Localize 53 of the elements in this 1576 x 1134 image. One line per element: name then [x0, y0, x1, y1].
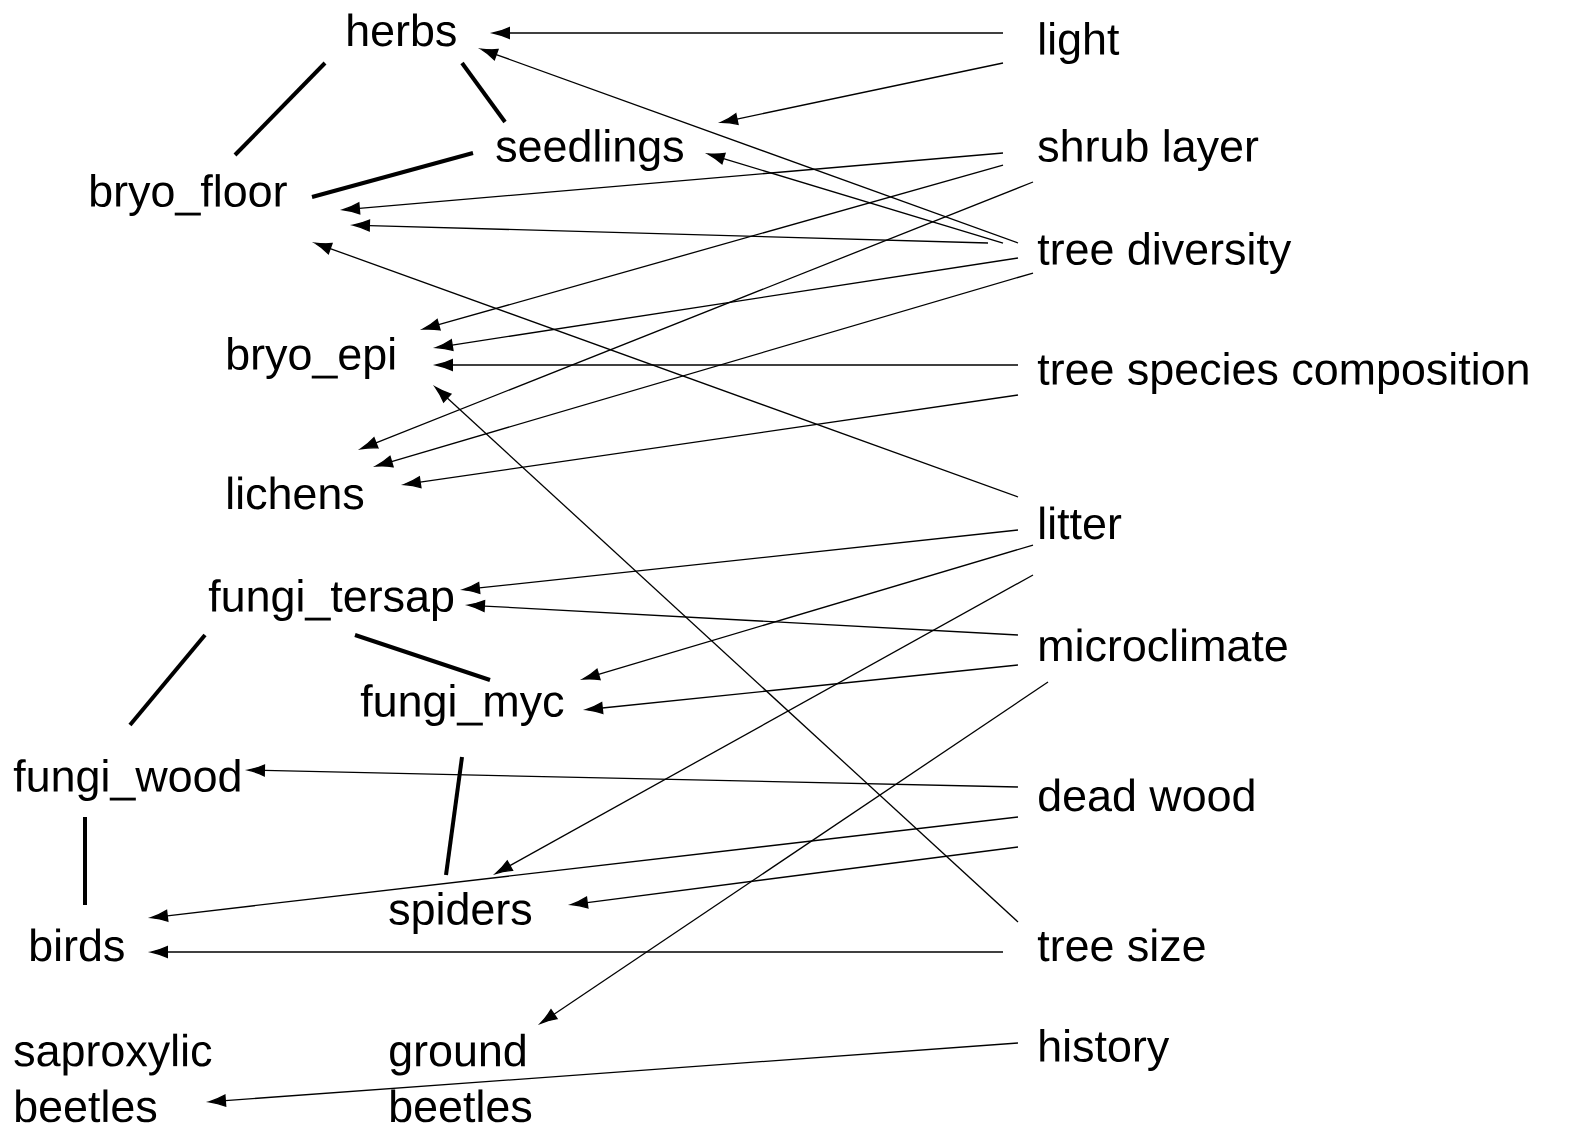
arrow: [707, 152, 1004, 244]
arrow: [375, 272, 1034, 468]
variable-label: history: [1040, 1029, 1170, 1071]
variable-label: spiders: [389, 892, 532, 934]
connector-line: [128, 633, 207, 727]
arrow: [585, 664, 1019, 715]
variable-label: tree species composition: [1037, 352, 1528, 394]
variable-label: fungi_tersap: [208, 579, 454, 621]
arrow: [435, 358, 1019, 372]
connector-line: [233, 61, 327, 157]
variable-label: saproxylic beetles: [14, 1033, 212, 1123]
variable-label: birds: [31, 928, 124, 962]
variable-label: ground beetles: [390, 1033, 532, 1123]
arrow: [342, 152, 1004, 215]
arrow: [582, 544, 1034, 681]
variable-label: shrub layer: [1038, 129, 1259, 171]
variable-label: microclimate: [1040, 628, 1287, 662]
arrow: [570, 846, 1019, 909]
variable-label: tree diversity: [1037, 232, 1292, 274]
variable-label: dead wood: [1039, 778, 1254, 812]
variable-label: light: [1040, 22, 1120, 64]
arrow: [435, 257, 1019, 352]
arrow: [539, 681, 1049, 1024]
variable-label: tree size: [1037, 928, 1205, 962]
arrow: [314, 242, 1019, 498]
arrow: [462, 529, 1019, 594]
arrow: [434, 386, 1019, 923]
connector-line: [311, 151, 474, 199]
arrow: [403, 394, 1019, 489]
arrow: [150, 945, 1004, 959]
arrow: [208, 1042, 1019, 1107]
arrow: [352, 219, 989, 244]
variable-label: seedlings: [496, 129, 683, 171]
arrow: [492, 26, 1004, 40]
arrow: [422, 164, 1004, 331]
arrow: [360, 181, 1034, 450]
variable-label: herbs: [348, 13, 456, 47]
connector-line: [354, 633, 491, 682]
variable-label: fungi_myc: [360, 684, 564, 726]
arrow: [720, 62, 1004, 125]
variable-label: litter: [1040, 506, 1122, 540]
arrow: [150, 816, 1019, 922]
connector-line: [83, 817, 87, 905]
arrow: [247, 764, 1019, 788]
arrow: [467, 599, 1019, 636]
connector-line: [444, 756, 464, 876]
variable-label: bryo_floor: [91, 174, 287, 216]
variable-label: lichens: [228, 476, 364, 510]
connector-line: [460, 61, 507, 124]
variable-label: bryo_epi: [228, 337, 395, 379]
arrow: [495, 574, 1034, 875]
variable-label: fungi_wood: [13, 759, 240, 801]
arrow: [480, 48, 1019, 244]
